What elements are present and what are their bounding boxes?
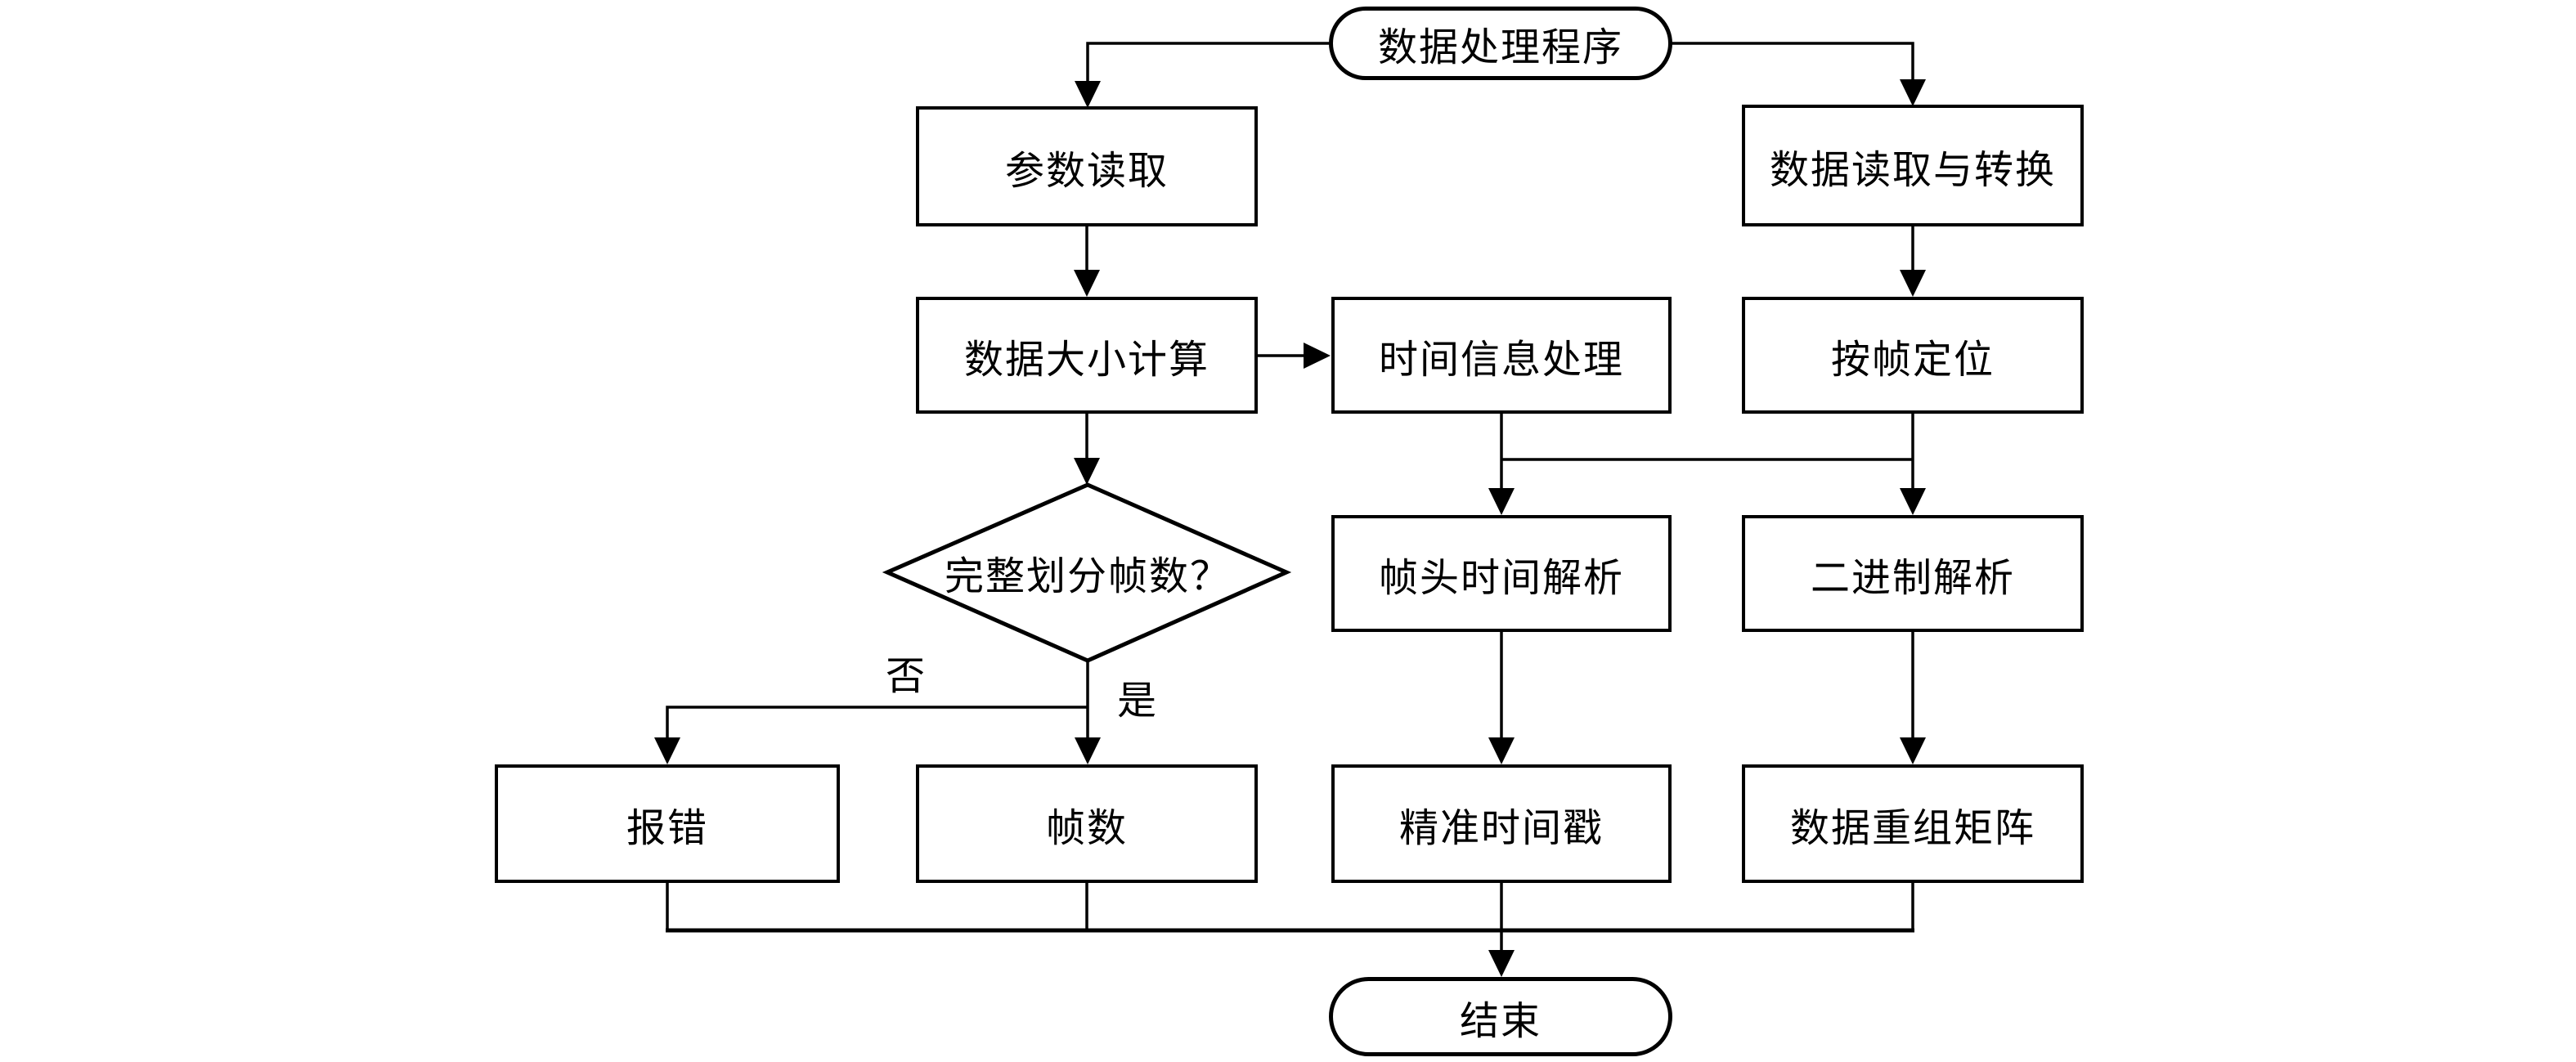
arrowhead-into-headparse	[1488, 488, 1515, 515]
node-frame-division-check: 完整划分帧数？	[944, 555, 1231, 598]
node-start: 数据处理程序	[1329, 7, 1672, 80]
arrowhead-into-binary	[1900, 488, 1926, 515]
node-time-info-process: 时间信息处理	[1331, 297, 1672, 414]
node-data-size-calc: 数据大小计算	[916, 297, 1258, 414]
node-frame-count: 帧数	[916, 764, 1258, 883]
node-frame-head-time-parse: 帧头时间解析	[1331, 515, 1672, 632]
node-precise-timestamp: 精准时间戳	[1331, 764, 1672, 883]
edge-decision-no	[666, 706, 1088, 758]
arrowhead-into-matrix	[1900, 737, 1926, 764]
node-param-read: 参数读取	[916, 106, 1258, 226]
node-data-read-convert: 数据读取与转换	[1742, 105, 2084, 226]
arrowhead-into-param-read	[1075, 81, 1101, 108]
arrowhead-into-framecount	[1075, 737, 1101, 764]
node-report-error: 报错	[495, 764, 840, 883]
arrowhead-into-calc	[1074, 270, 1100, 297]
arrowhead-into-locate	[1900, 270, 1926, 297]
node-end: 结束	[1329, 977, 1672, 1056]
decision-diamond-shape	[882, 482, 1292, 663]
edge-start-to-data-read	[1671, 42, 1914, 100]
node-data-reorg-matrix: 数据重组矩阵	[1742, 764, 2084, 883]
arrowhead-into-data-read	[1900, 79, 1926, 106]
edge-start-to-param-read	[1086, 42, 1331, 101]
arrowhead-into-end	[1488, 950, 1515, 977]
arrowhead-into-timestamp	[1488, 737, 1515, 764]
edge-label-no: 否	[886, 655, 926, 698]
arrowhead-into-error	[654, 737, 680, 764]
edge-label-yes: 是	[1117, 679, 1157, 723]
node-frame-locate: 按帧定位	[1742, 297, 2084, 414]
arrowhead-into-decision	[1074, 458, 1100, 485]
node-binary-parse: 二进制解析	[1742, 515, 2084, 632]
arrowhead-into-timeinfo	[1304, 343, 1331, 369]
